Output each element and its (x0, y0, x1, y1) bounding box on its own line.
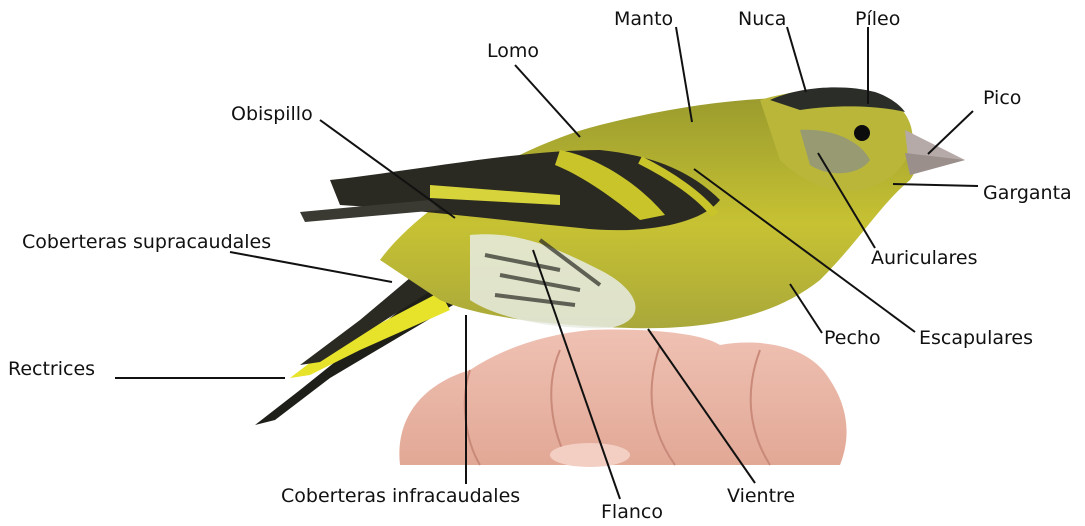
label-pileo: Píleo (855, 10, 900, 29)
label-pecho: Pecho (824, 329, 881, 348)
label-lomo: Lomo (487, 42, 539, 61)
label-vientre: Vientre (727, 487, 795, 506)
label-nuca: Nuca (738, 10, 786, 29)
label-auriculares: Auriculares (871, 249, 978, 268)
label-rectrices: Rectrices (8, 360, 95, 379)
label-flanco: Flanco (601, 503, 663, 522)
label-pico: Pico (983, 89, 1021, 108)
label-obispillo: Obispillo (231, 105, 313, 124)
label-escapulares: Escapulares (919, 329, 1033, 348)
label-coberteras-supracaudales: Coberteras supracaudales (22, 233, 271, 252)
label-garganta: Garganta (983, 184, 1072, 203)
label-coberteras-infracaudales: Coberteras infracaudales (281, 487, 520, 506)
label-manto: Manto (614, 10, 673, 29)
